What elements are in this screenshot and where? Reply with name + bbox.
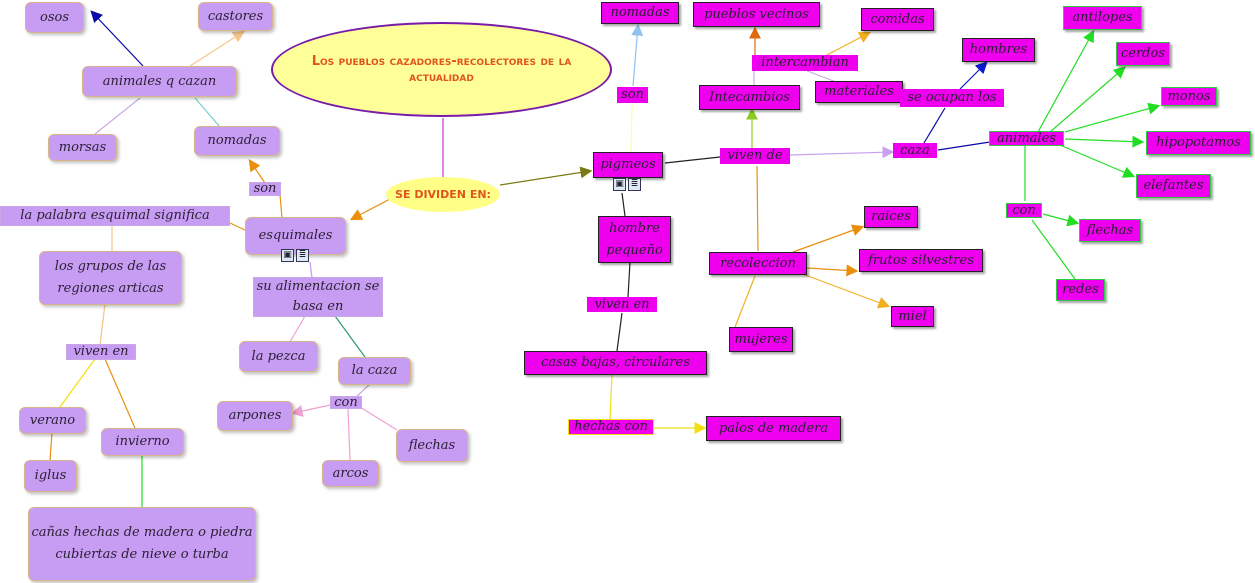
- node-palos-madera[interactable]: palos de madera: [706, 416, 841, 441]
- node-invierno[interactable]: invierno: [101, 428, 184, 456]
- node-osos[interactable]: osos: [25, 2, 84, 33]
- node-arcos[interactable]: arcos: [322, 460, 379, 487]
- node-flechas-esquimales[interactable]: flechas: [396, 429, 468, 462]
- node-raices[interactable]: raices: [864, 206, 918, 228]
- node-la-caza-esquimales[interactable]: la caza: [338, 357, 411, 385]
- link-viven-en-pigmeos[interactable]: viven en: [587, 297, 657, 312]
- link-son-esquimales[interactable]: son: [249, 182, 281, 196]
- divide-label: SE DIVIDEN EN:: [386, 177, 500, 212]
- node-animales[interactable]: animales: [989, 131, 1064, 146]
- node-intercambios[interactable]: Intecambios: [699, 85, 800, 110]
- node-esquimales[interactable]: esquimales: [245, 217, 346, 255]
- node-elefantes[interactable]: elefantes: [1136, 174, 1211, 198]
- link-son-pigmeos[interactable]: son: [617, 87, 648, 103]
- node-hombres[interactable]: hombres: [962, 38, 1035, 62]
- node-pueblos-vecinos[interactable]: pueblos vecinos: [693, 2, 820, 27]
- image-icon[interactable]: ▣: [281, 249, 294, 262]
- link-viven-de[interactable]: viven de: [720, 148, 790, 164]
- link-hechas-con[interactable]: hechas con: [568, 419, 654, 435]
- node-pigmeos[interactable]: pigmeos: [593, 152, 663, 178]
- node-animales-q-cazan[interactable]: animales q cazan: [82, 66, 237, 97]
- node-nomadas-pigmeos[interactable]: nomadas: [601, 2, 679, 24]
- link-viven-en-esquimales[interactable]: viven en: [66, 344, 136, 360]
- node-canas-madera[interactable]: cañas hechas de madera o piedra cubierta…: [28, 507, 256, 581]
- note-icon[interactable]: ≣: [628, 178, 641, 191]
- resource-icons-pigmeos[interactable]: ▣≣: [613, 178, 641, 191]
- node-miel[interactable]: miel: [891, 306, 934, 327]
- node-flechas-pigmeos[interactable]: flechas: [1079, 219, 1141, 242]
- node-la-pezca[interactable]: la pezca: [239, 341, 318, 372]
- node-morsas[interactable]: morsas: [48, 134, 117, 161]
- node-alimentacion[interactable]: su alimentacion se basa en: [253, 277, 383, 317]
- node-cerdos[interactable]: cerdos: [1116, 42, 1170, 66]
- node-monos[interactable]: monos: [1161, 87, 1217, 106]
- node-iglus[interactable]: iglus: [24, 460, 77, 492]
- node-comidas[interactable]: comidas: [861, 8, 934, 31]
- node-caza-pigmeos[interactable]: caza: [893, 143, 937, 158]
- node-grupos-articas[interactable]: los grupos de las regiones articas: [39, 251, 182, 305]
- link-se-ocupan[interactable]: se ocupan los: [900, 89, 1004, 107]
- node-redes[interactable]: redes: [1056, 279, 1105, 301]
- image-icon[interactable]: ▣: [613, 178, 626, 191]
- node-verano[interactable]: verano: [19, 407, 86, 434]
- node-frutos-silvestres[interactable]: frutos silvestres: [859, 249, 983, 272]
- node-palabra-esquimal[interactable]: la palabra esquimal significa: [0, 206, 230, 226]
- map-title: Los pueblos cazadores-recolectores de la…: [271, 22, 612, 117]
- node-recoleccion[interactable]: recoleccion: [709, 252, 807, 275]
- node-arpones[interactable]: arpones: [217, 401, 293, 431]
- link-con-esquimales[interactable]: con: [330, 396, 362, 409]
- note-icon[interactable]: ≣: [296, 249, 309, 262]
- node-materiales[interactable]: materiales: [815, 81, 903, 103]
- resource-icons-esquimales[interactable]: ▣≣: [281, 249, 309, 262]
- node-castores[interactable]: castores: [198, 2, 273, 31]
- node-nomadas-esquimales[interactable]: nomadas: [194, 126, 280, 156]
- link-intercambian[interactable]: intercambian: [752, 55, 858, 71]
- node-antilopes[interactable]: antilopes: [1063, 6, 1142, 30]
- node-casas-bajas[interactable]: casas bajas, circulares: [524, 351, 707, 375]
- node-mujeres[interactable]: mujeres: [729, 327, 793, 352]
- node-hipopotamos[interactable]: hipopotamos: [1146, 131, 1251, 155]
- link-con-pigmeos[interactable]: con: [1006, 203, 1042, 218]
- node-hombre-pequeno[interactable]: hombre pequeño: [598, 216, 671, 263]
